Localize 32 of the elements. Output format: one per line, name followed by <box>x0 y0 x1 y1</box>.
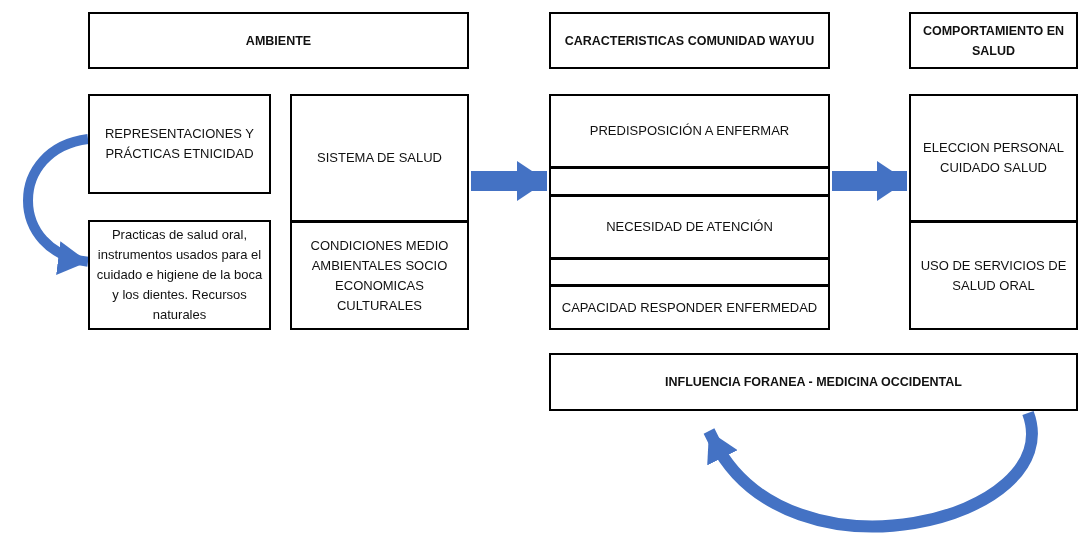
text-box <box>88 94 271 194</box>
box-label: CONDICIONES MEDIO AMBIENTALES SOCIO ECONOMICAS CULTURALES <box>309 236 450 315</box>
text-box <box>549 285 830 330</box>
box-label: Practicas de salud oral, instrumentos usados para el cuidado e higiene de la boca y los dientes. Recursos naturales <box>95 226 264 324</box>
header-box <box>88 12 469 69</box>
header-label: INFLUENCIA FORANEA - MEDICINA OCCIDENTAL <box>665 374 962 391</box>
curved-arrow <box>23 134 90 272</box>
block-arrow <box>471 161 547 201</box>
text-box <box>549 195 830 259</box>
header-label: COMPORTAMIENTO EN SALUD <box>921 22 1066 60</box>
box-label: ELECCION PERSONAL CUIDADO SALUD <box>922 139 1065 177</box>
box-label: CAPACIDAD RESPONDER ENFERMEDAD <box>561 298 818 317</box>
header-label: AMBIENTE <box>245 32 312 50</box>
header-label: CARACTERISTICAS COMUNIDAD WAYUU <box>564 32 815 50</box>
block-arrow <box>832 161 907 201</box>
text-box <box>909 221 1078 330</box>
header-box <box>909 12 1078 69</box>
empty-box <box>549 167 830 196</box>
box-label: NECESIDAD DE ATENCIÓN <box>606 218 773 236</box>
header-box <box>549 353 1078 411</box>
curved-arrow <box>703 412 1038 533</box>
text-box <box>290 94 469 222</box>
box-label: SISTEMA DE SALUD <box>317 149 442 167</box>
empty-box <box>549 258 830 286</box>
box-label: REPRESENTACIONES Y PRÁCTICAS ETNICIDAD <box>103 125 256 163</box>
box-label: PREDISPOSICIÓN A ENFERMAR <box>589 122 790 140</box>
text-box <box>549 94 830 168</box>
box-label: USO DE SERVICIOS DE SALUD ORAL <box>919 256 1068 295</box>
text-box <box>290 221 469 330</box>
header-box <box>549 12 830 69</box>
text-box <box>909 94 1078 222</box>
text-box <box>88 220 271 330</box>
